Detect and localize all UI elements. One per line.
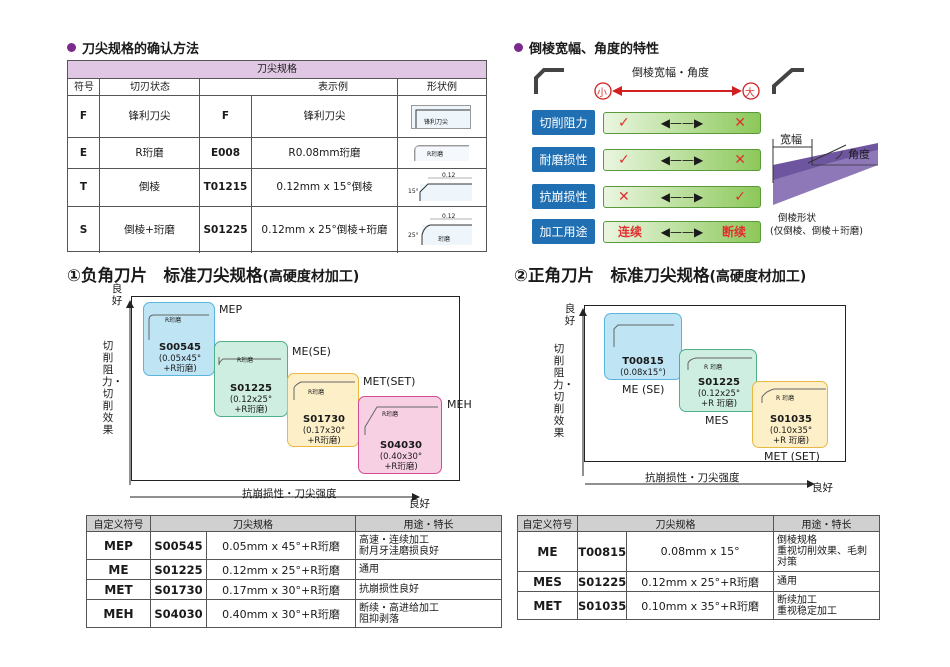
- cross-icon: ✕: [618, 188, 630, 205]
- table-row: MEH S04030 0.40mm x 30°+R珩磨 断续・高进给加工阻抑剥落: [86, 599, 502, 628]
- small-label: 小: [597, 88, 607, 99]
- large-label: 大: [745, 88, 755, 99]
- zone-code: S01225 (0.12x25° +R 珩磨): [697, 377, 741, 409]
- table-row: MET S01730 0.17mm x 30°+R珩磨 抗崩损性良好: [86, 579, 502, 600]
- table-group-header: 刀尖规格: [68, 61, 486, 79]
- pos-y-top-label: 良好: [564, 303, 576, 327]
- small-chamfer-icon: [534, 68, 564, 94]
- col-header: 形状例: [427, 82, 457, 93]
- table-row: E R珩磨 E008 R0.08mm珩磨 R珩磨: [68, 138, 486, 168]
- scale-label: 倒棱宽幅・角度: [632, 66, 709, 79]
- neg-y-label: 切削阻力・切削效果: [102, 340, 123, 436]
- zone-met-set: [752, 381, 828, 448]
- table-row: S 倒棱+珩磨 S01225 0.12mm x 25°倒棱+珩磨 0.12 25…: [68, 207, 486, 253]
- left-section-title: 刀尖规格的确认方法: [67, 38, 199, 57]
- zone-name: MET(SET): [363, 375, 416, 388]
- table-row: ME S01225 0.12mm x 25°+R珩磨 通用: [86, 559, 502, 580]
- prop-row-wear-resistance: 耐磨损性 ✓ ◀——▶ ✕: [532, 147, 761, 172]
- shape-example: R珩磨: [411, 143, 471, 163]
- table-row: MEP S00545 0.05mm x 45°+R珩磨 高速・连续加工耐月牙洼磨…: [86, 531, 502, 560]
- table-row: T 倒棱 T01215 0.12mm x 15°倒棱 0.12 15°: [68, 169, 486, 206]
- neg-x-label: 抗崩损性・刀尖强度: [242, 488, 337, 500]
- table-row: MES S01225 0.12mm x 25°+R珩磨 通用: [517, 571, 880, 592]
- double-arrow-icon: ◀——▶: [660, 224, 704, 239]
- angle-label: 角度: [848, 148, 870, 161]
- check-icon: ✓: [734, 188, 746, 205]
- zone-code: T00815 (0.08x15°): [620, 356, 666, 378]
- shape-caption: (仅倒棱、倒棱＋珩磨): [770, 226, 863, 237]
- zone-code: S00545 (0.05x45° +R珩磨): [158, 342, 202, 374]
- neg-y-axis: [126, 300, 134, 485]
- col-header: 表示例: [318, 82, 348, 93]
- pos-x-end-label: 良好: [812, 482, 833, 494]
- table-header-row: 符号 切刃状态 表示例 形状例: [68, 79, 486, 96]
- zone-name: ME (SE): [622, 383, 665, 396]
- zone-meh: [358, 396, 442, 474]
- pos-grade-table: 自定义符号 刀尖规格 用途・特长 ME T00815 0.08mm x 15° …: [517, 515, 880, 620]
- cross-icon: ✕: [734, 114, 746, 131]
- pos-y-axis: [579, 308, 587, 476]
- bullet-icon: [514, 43, 523, 52]
- zone-name: MET (SET): [764, 450, 820, 463]
- zone-code: S01225 (0.12x25° +R珩磨): [229, 383, 273, 415]
- neg-x-end-label: 良好: [409, 498, 430, 510]
- neg-section-title: ①负角刀片 标准刀尖规格(高硬度材加工): [67, 266, 360, 285]
- cross-icon: ✕: [734, 151, 746, 168]
- zone-code: S01730 (0.17x30° +R珩磨): [302, 414, 346, 446]
- large-chamfer-icon: [772, 68, 804, 94]
- shape-example: 锋利刀尖: [411, 105, 471, 129]
- check-icon: ✓: [618, 114, 630, 131]
- right-section-title: 倒棱宽幅、角度的特性: [514, 38, 659, 57]
- shape-caption: 倒棱形状: [778, 213, 817, 224]
- zone-me-se: [604, 313, 682, 380]
- zone-name: ME(SE): [292, 345, 331, 358]
- shape-example: 0.12 15°: [408, 172, 474, 203]
- prop-row-chipping-resistance: 抗崩损性 ✕ ◀——▶ ✓: [532, 184, 761, 209]
- table-row: MET S01035 0.10mm x 35°+R珩磨 断续加工重视稳定加工: [517, 591, 880, 620]
- table-row: F 锋利刀尖 F 锋利刀尖 锋利刀尖: [68, 96, 486, 137]
- zone-name: MEP: [219, 303, 243, 316]
- zone-code: S01035 (0.10x35° +R 珩磨): [769, 414, 813, 446]
- neg-x-axis: [130, 493, 420, 501]
- pos-section-title: ②正角刀片 标准刀尖规格(高硬度材加工): [514, 266, 807, 285]
- bullet-icon: [67, 43, 76, 52]
- double-arrow-icon: ◀——▶: [660, 189, 704, 204]
- pos-y-label: 切削阻力・切削效果: [553, 343, 574, 439]
- neg-y-top-label: 良好: [111, 283, 123, 307]
- neg-grade-table: 自定义符号 刀尖规格 用途・特长 MEP S00545 0.05mm x 45°…: [86, 515, 502, 628]
- prop-row-application: 加工用途 连续 ◀——▶ 断续: [532, 219, 761, 244]
- chamfer-shape-diagram: [772, 139, 878, 205]
- neg-edge-sketches: [148, 314, 438, 435]
- zone-mep: [143, 302, 215, 376]
- zone-name: MES: [705, 414, 729, 427]
- prop-row-cutting-resistance: 切削阻力 ✓ ◀——▶ ✕: [532, 110, 761, 135]
- width-label: 宽幅: [780, 133, 802, 146]
- chamfer-scale-graphic: [534, 68, 804, 100]
- shape-example: 0.12 25° 珩磨: [408, 213, 474, 247]
- col-header: 切刃状态: [130, 82, 170, 93]
- table-row: ME T00815 0.08mm x 15° 倒棱规格重视切削效果、毛刺对策: [517, 531, 880, 572]
- zone-name: MEH: [447, 398, 472, 411]
- check-icon: ✓: [618, 151, 630, 168]
- double-arrow-icon: ◀——▶: [660, 115, 704, 130]
- pos-edge-sketches: [613, 324, 826, 403]
- pos-x-axis: [585, 480, 815, 488]
- spec-table-grid: 刀尖规格 符号 切刃状态 表示例 形状例 F 锋利刀尖 F 锋利刀尖 锋利刀尖 …: [67, 60, 487, 253]
- zone-code: S04030 (0.40x30° +R珩磨): [379, 440, 423, 472]
- zone-me-se: [214, 341, 288, 417]
- col-header: 符号: [74, 82, 94, 93]
- pos-x-label: 抗崩损性・刀尖强度: [645, 472, 740, 484]
- double-arrow-icon: ◀——▶: [660, 152, 704, 167]
